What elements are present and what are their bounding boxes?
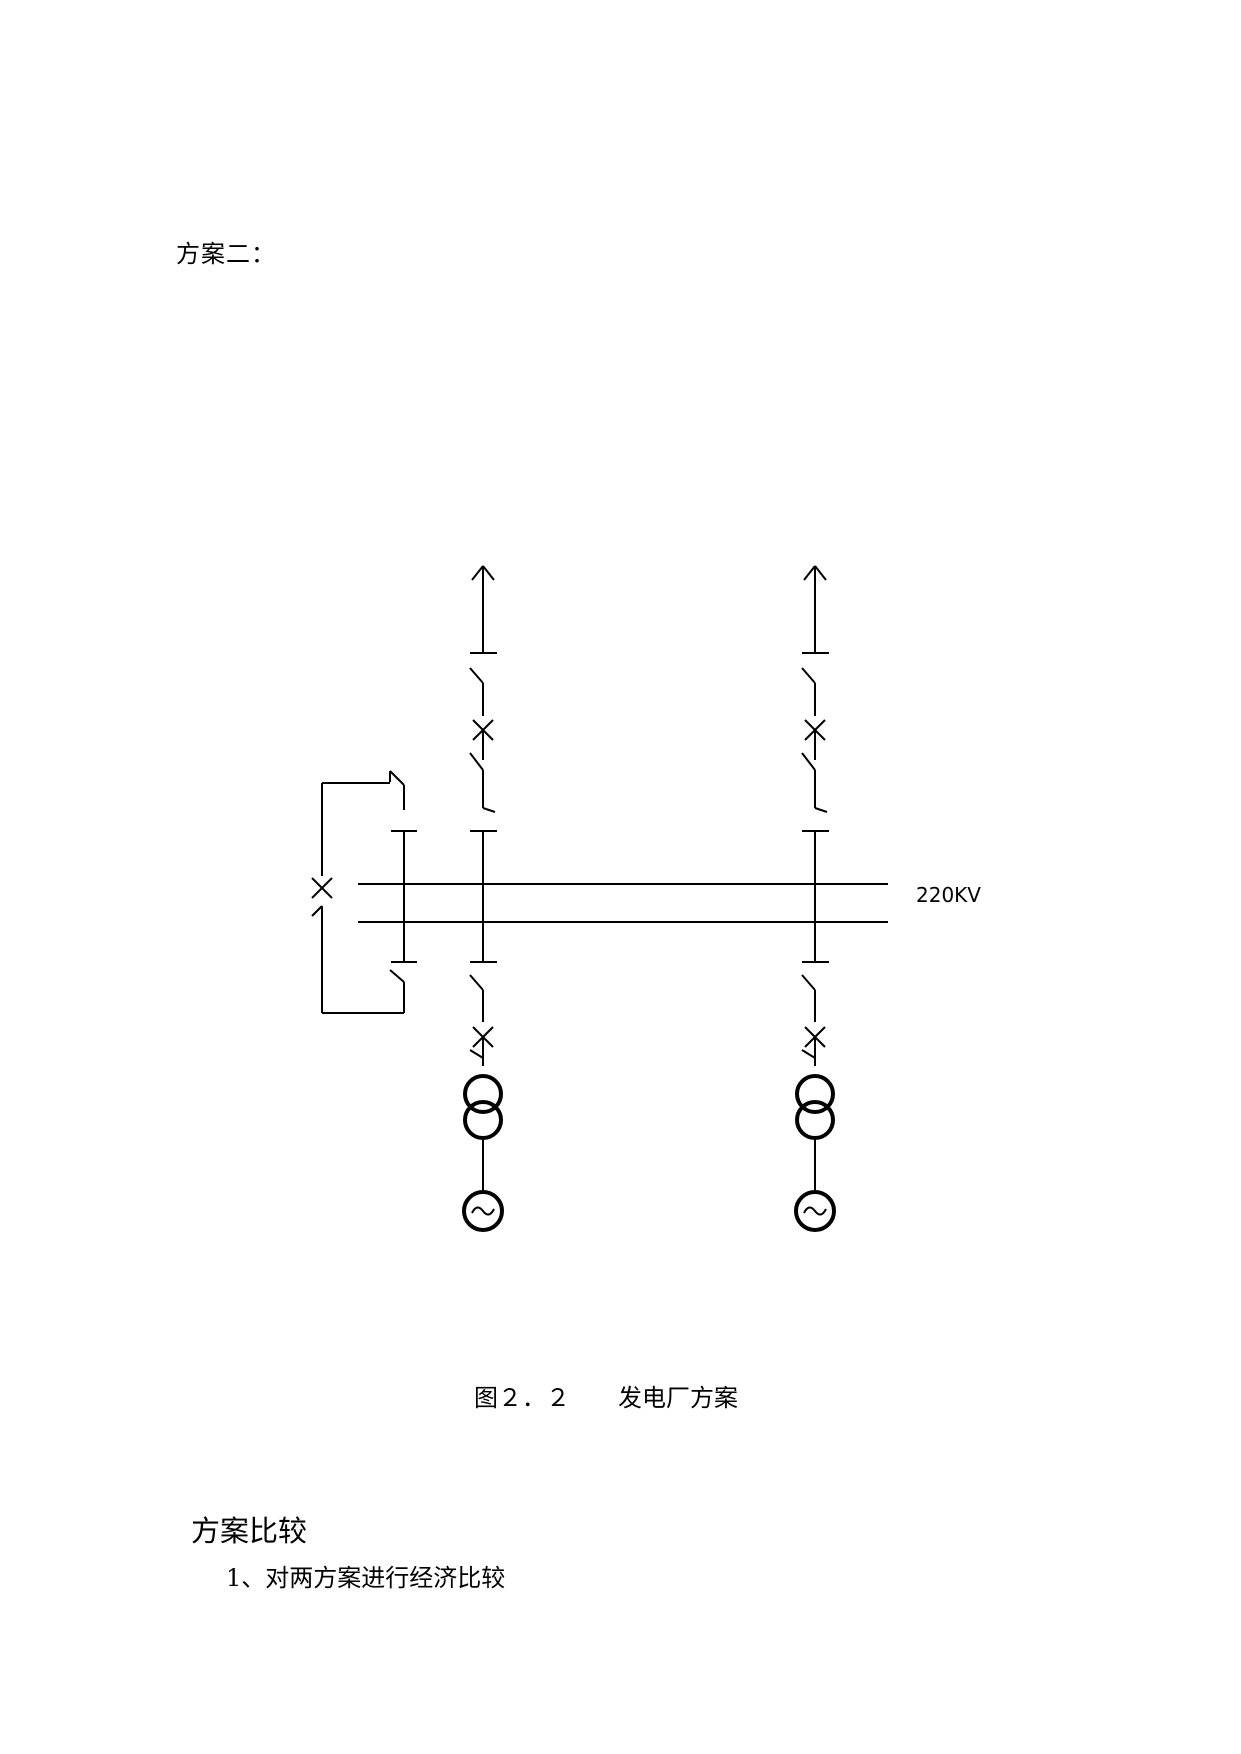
generator-breaker — [801, 1026, 826, 1066]
left-branch — [462, 565, 504, 1232]
outgoing-arrow-icon — [802, 565, 829, 654]
transformer-icon — [795, 1074, 835, 1140]
transformer-icon — [463, 1074, 503, 1140]
outgoing-arrow-icon — [470, 565, 497, 654]
scheme-label: 方案二： — [176, 240, 276, 268]
busbar — [358, 883, 888, 923]
bus-disconnector-upper — [801, 752, 829, 963]
list-item: 1、对两方案进行经济比较 — [226, 1564, 506, 1592]
bus-disconnector-upper — [469, 752, 497, 963]
line-disconnector — [801, 667, 816, 716]
generator-icon — [462, 1190, 504, 1232]
section-heading: 方案比较 — [191, 1514, 308, 1548]
line-breaker — [472, 719, 494, 760]
bus-disconnector-lower — [469, 974, 484, 1022]
bus-voltage-label: 220KV — [916, 883, 981, 907]
generator-breaker — [469, 1026, 494, 1066]
bus-disconnector-lower — [801, 974, 816, 1022]
generator-icon — [794, 1190, 836, 1232]
right-branch — [794, 565, 836, 1232]
figure-caption: 图２．２ 发电厂方案 — [474, 1384, 738, 1412]
line-breaker — [804, 719, 826, 760]
bus-coupler — [311, 770, 417, 1014]
line-disconnector — [469, 667, 484, 716]
